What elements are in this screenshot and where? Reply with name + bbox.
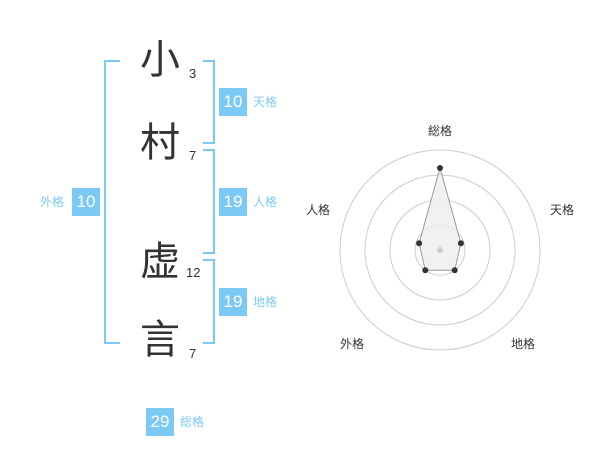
chikaku-label: 地格 — [253, 295, 278, 309]
stroke-count-2: 7 — [189, 148, 197, 163]
jinkaku-bracket — [203, 149, 215, 254]
stroke-count-3: 12 — [186, 265, 201, 280]
gaikaku-label: 外格 — [40, 195, 65, 209]
radar-point-1 — [457, 240, 464, 247]
tenkaku-label: 天格 — [253, 95, 278, 109]
radar-label-chikaku: 地格 — [511, 337, 536, 351]
name-char-1: 小 — [140, 37, 180, 83]
soukaku-label: 総格 — [180, 415, 205, 429]
stroke-count-4: 7 — [189, 346, 197, 361]
radar-ring — [339, 149, 541, 351]
radar-point-3 — [422, 267, 429, 274]
jinkaku-badge: 19 — [219, 188, 247, 216]
radar-point-4 — [416, 240, 423, 247]
radar-label-gaikaku: 外格 — [340, 337, 365, 351]
radar-point-0 — [437, 165, 443, 171]
stroke-count-1: 3 — [189, 66, 197, 81]
tenkaku-badge: 10 — [219, 88, 247, 116]
radar-label-jinkaku: 人格 — [306, 203, 331, 217]
radar-polygon — [418, 166, 462, 271]
name-char-3: 虚 — [140, 239, 180, 285]
radar-center-dot — [437, 247, 443, 253]
radar-label-soukaku: 総格 — [428, 124, 453, 138]
gaikaku-bracket — [104, 60, 120, 344]
tenkaku-bracket — [203, 60, 215, 144]
chikaku-bracket — [203, 259, 215, 344]
name-char-2: 村 — [140, 120, 180, 166]
gaikaku-badge: 10 — [72, 188, 100, 216]
soukaku-badge: 29 — [146, 408, 174, 436]
name-char-4: 言 — [140, 317, 180, 363]
jinkaku-label: 人格 — [253, 195, 278, 209]
radar-point-2 — [451, 267, 458, 274]
radar-chart — [339, 149, 541, 351]
radar-label-tenkaku: 天格 — [550, 203, 575, 217]
chikaku-badge: 19 — [219, 288, 247, 316]
